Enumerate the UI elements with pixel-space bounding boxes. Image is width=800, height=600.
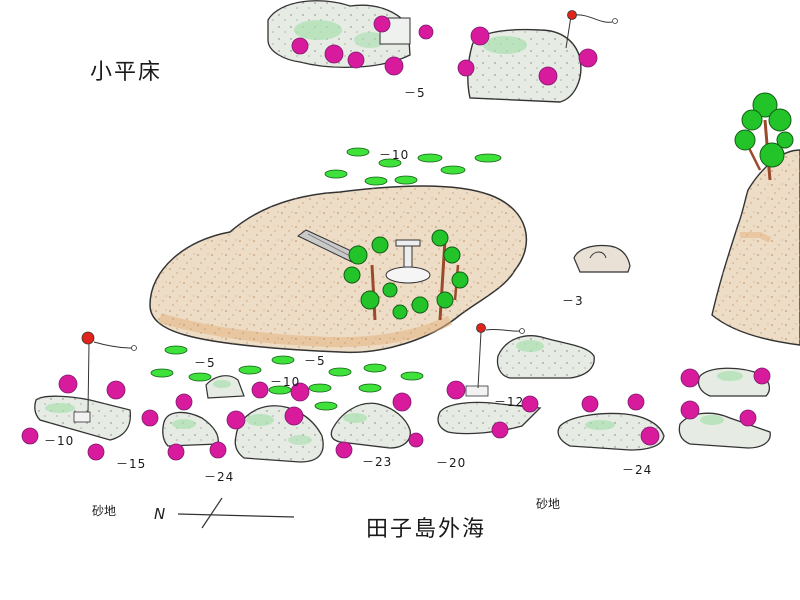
place-label-kohiradoko: 小平床 bbox=[90, 60, 163, 85]
depth-label: －5 bbox=[304, 354, 326, 368]
depth-label: －24 bbox=[204, 470, 235, 484]
north-arrow: N bbox=[154, 497, 295, 529]
top-buoy bbox=[567, 10, 618, 24]
depth-label: －5 bbox=[404, 86, 426, 100]
place-label-tagoshima-outer-sea: 田子島外海 bbox=[366, 517, 487, 542]
depth-label: －10 bbox=[44, 434, 75, 448]
north-letter: N bbox=[154, 505, 165, 523]
table-corals bbox=[150, 147, 502, 411]
right-cliff bbox=[711, 149, 800, 346]
depth-label: －3 bbox=[562, 294, 584, 308]
center-buoy bbox=[476, 323, 525, 389]
depth-label: －24 bbox=[622, 463, 653, 477]
sand-label-left: 砂地 bbox=[92, 504, 117, 518]
depth-label: －5 bbox=[194, 356, 216, 370]
cliff-trees bbox=[734, 92, 794, 181]
depth-label: －12 bbox=[494, 395, 525, 409]
depth-label: －10 bbox=[270, 375, 301, 389]
cross-trees bbox=[343, 229, 469, 321]
depth-label: －20 bbox=[436, 456, 467, 470]
main-rock bbox=[149, 185, 528, 354]
sand-label-right: 砂地 bbox=[536, 497, 561, 511]
depth-label: －23 bbox=[362, 455, 393, 469]
soft-corals bbox=[21, 15, 771, 461]
depth-label: －10 bbox=[379, 148, 410, 162]
depth-label: －15 bbox=[116, 457, 147, 471]
left-buoy bbox=[81, 331, 137, 413]
small-rock bbox=[573, 244, 631, 273]
